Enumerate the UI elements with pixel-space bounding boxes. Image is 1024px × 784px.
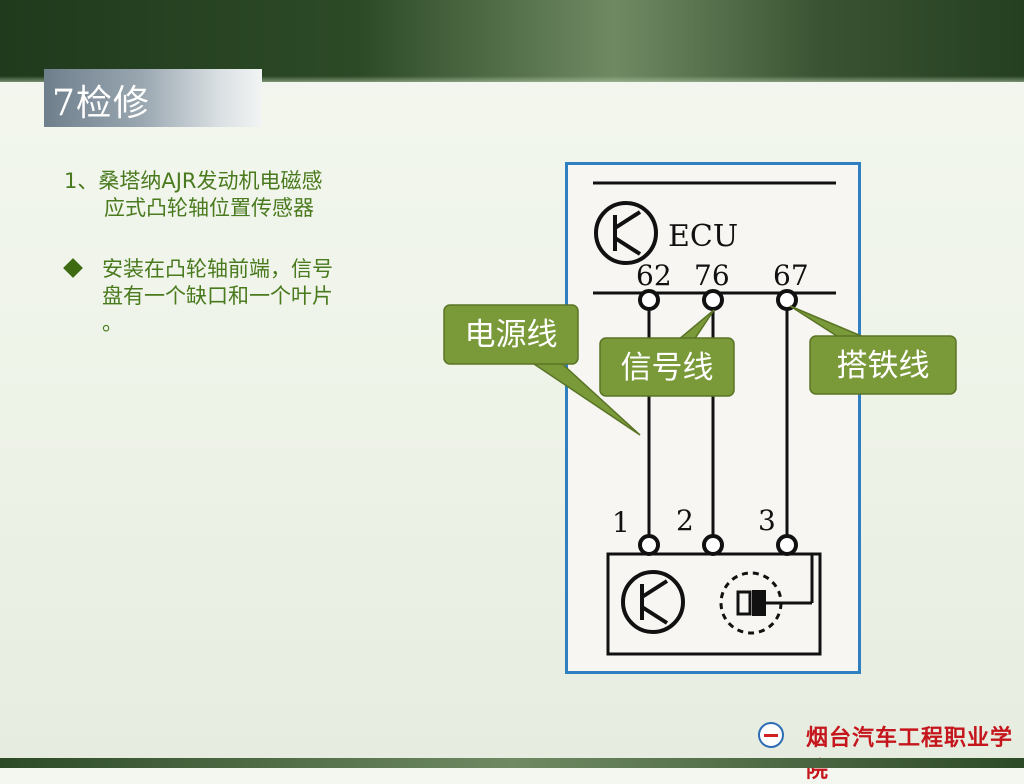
hall-element-icon [719,554,814,635]
sensor-terminal-1 [638,534,660,556]
header-band [0,0,1024,82]
bullet-line2: 盘有一个缺口和一个叶片 [102,284,333,308]
footer-band [0,758,1024,768]
subtitle-block: 1、桑塔纳AJR发动机电磁感 应式凸轮轴位置传感器 [64,168,394,222]
callout-signal: 信号线 [599,309,735,397]
ecu-terminal-76 [702,289,724,311]
callout-ground-label: 搭铁线 [837,348,930,384]
callout-signal-label: 信号线 [621,350,714,386]
bullet-line3: 。 [102,311,123,335]
school-logo-icon [758,722,784,748]
sensor-pin-2: 2 [676,504,694,537]
ecu-terminal-67 [776,289,798,311]
sensor-transistor-icon [621,570,685,634]
ecu-pin-76: 76 [694,259,730,292]
bullet-line1: 安装在凸轮轴前端，信号 [102,257,333,281]
subtitle-line2: 应式凸轮轴位置传感器 [104,196,314,220]
callout-power-label: 电源线 [465,317,558,353]
subtitle-line1: 1、桑塔纳AJR发动机电磁感 [64,169,323,193]
ecu-transistor-icon [594,201,658,265]
ecu-terminal-62 [638,289,660,311]
ecu-pin-62: 62 [636,259,672,292]
page-title: 7检修 [52,83,150,124]
bullet-item: 安装在凸轮轴前端，信号 盘有一个缺口和一个叶片 。 [63,256,394,337]
wiring-diagram: ECU 62 76 67 1 2 3 电源线 [443,181,957,656]
sensor-pin-1: 1 [612,506,630,539]
ecu-label: ECU [668,219,738,254]
callout-power: 电源线 [443,304,641,436]
sensor-terminal-3 [776,534,798,556]
title-box [44,69,262,127]
sensor-terminal-2 [702,534,724,556]
callout-ground: 搭铁线 [789,305,957,395]
ecu-pin-67: 67 [773,259,809,292]
sensor-pin-3: 3 [758,504,776,537]
school-name: 烟台汽车工程职业学院 [806,725,1014,783]
